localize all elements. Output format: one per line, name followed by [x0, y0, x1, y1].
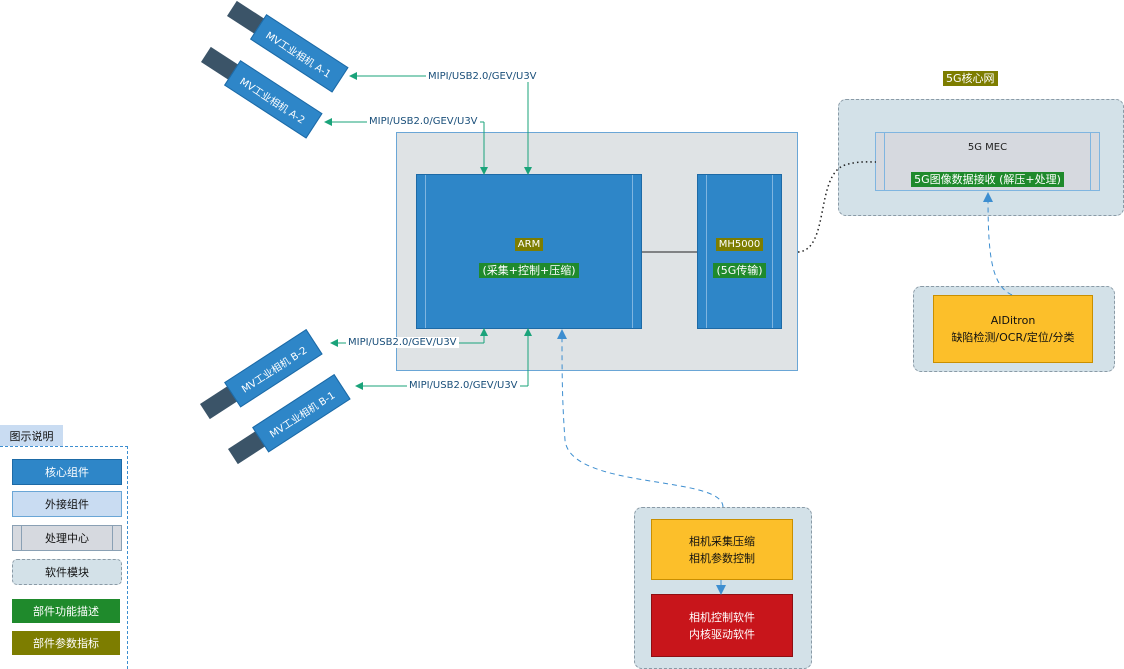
aiditron-box[interactable]: AIDitron 缺陷检测/OCR/定位/分类 [933, 295, 1093, 363]
legend-param: 部件参数指标 [12, 631, 120, 655]
software-line-2: 相机参数控制 [689, 551, 755, 565]
core-network-label: 5G核心网 [943, 71, 998, 86]
link-aiditron-mec [983, 192, 1013, 296]
interface-label-b1: MIPI/USB2.0/GEV/U3V [407, 380, 520, 391]
mh5000-module[interactable]: MH5000 (5G传输) [697, 174, 782, 329]
software-line-4: 内核驱动软件 [689, 627, 755, 641]
arm-title: ARM [514, 238, 544, 251]
interface-label-b2: MIPI/USB2.0/GEV/U3V [346, 337, 459, 348]
link-software-arm [557, 329, 724, 508]
mec-box[interactable]: 5G MEC 5G图像数据接收 (解压+处理) [875, 132, 1100, 191]
arm-module[interactable]: ARM (采集+控制+压缩) [416, 174, 642, 329]
mec-title: 5G MEC [967, 142, 1008, 153]
camera-control-software-box[interactable]: 相机控制软件 内核驱动软件 [651, 594, 793, 657]
mh5000-title: MH5000 [715, 238, 764, 251]
legend-title: 图示说明 [0, 425, 63, 446]
link-mh5000-mec [797, 161, 877, 253]
legend-container [0, 446, 128, 669]
legend-external: 外接组件 [12, 491, 122, 517]
legend-function-desc: 部件功能描述 [12, 599, 120, 623]
camera-acquisition-box[interactable]: 相机采集压缩 相机参数控制 [651, 519, 793, 580]
legend-core: 核心组件 [12, 459, 122, 485]
arm-description: (采集+控制+压缩) [479, 263, 579, 278]
mec-description: 5G图像数据接收 (解压+处理) [911, 172, 1064, 187]
aiditron-name: AIDitron [990, 314, 1036, 327]
legend-processing-label: 处理中心 [45, 532, 89, 545]
interface-label-a1: MIPI/USB2.0/GEV/U3V [426, 71, 539, 82]
interface-label-a2: MIPI/USB2.0/GEV/U3V [367, 116, 480, 127]
legend-processing: 处理中心 [12, 525, 122, 551]
software-line-3: 相机控制软件 [689, 610, 755, 624]
mh5000-description: (5G传输) [713, 263, 766, 278]
software-line-1: 相机采集压缩 [689, 534, 755, 548]
legend-software: 软件模块 [12, 559, 122, 585]
aiditron-functions: 缺陷检测/OCR/定位/分类 [951, 331, 1075, 344]
